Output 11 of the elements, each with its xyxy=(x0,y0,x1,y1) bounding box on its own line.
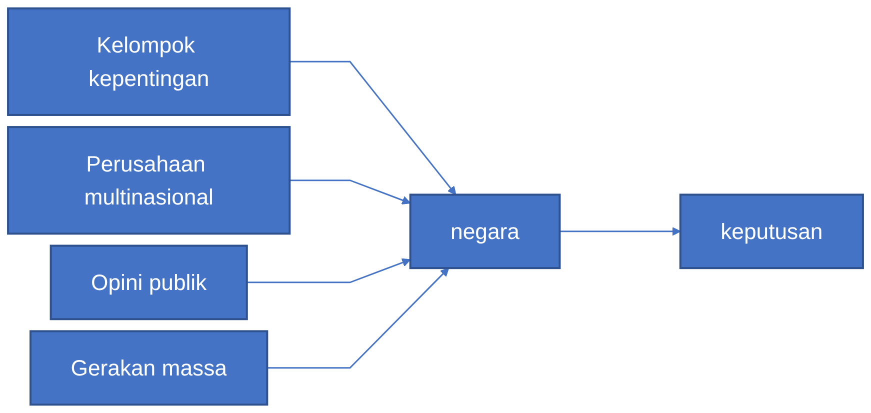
node-box: Opini publik xyxy=(50,244,248,320)
arrow xyxy=(246,258,411,284)
node-box: Kelompok kepentingan xyxy=(7,7,291,116)
arrow xyxy=(267,268,450,369)
arrow xyxy=(290,180,411,204)
node-box: keputusan xyxy=(679,194,864,270)
arrow xyxy=(290,60,456,196)
node-box: Perusahaan multinasional xyxy=(7,126,291,235)
arrow xyxy=(560,226,681,236)
node-box: Gerakan massa xyxy=(30,330,268,406)
node-box: negara xyxy=(409,194,561,270)
